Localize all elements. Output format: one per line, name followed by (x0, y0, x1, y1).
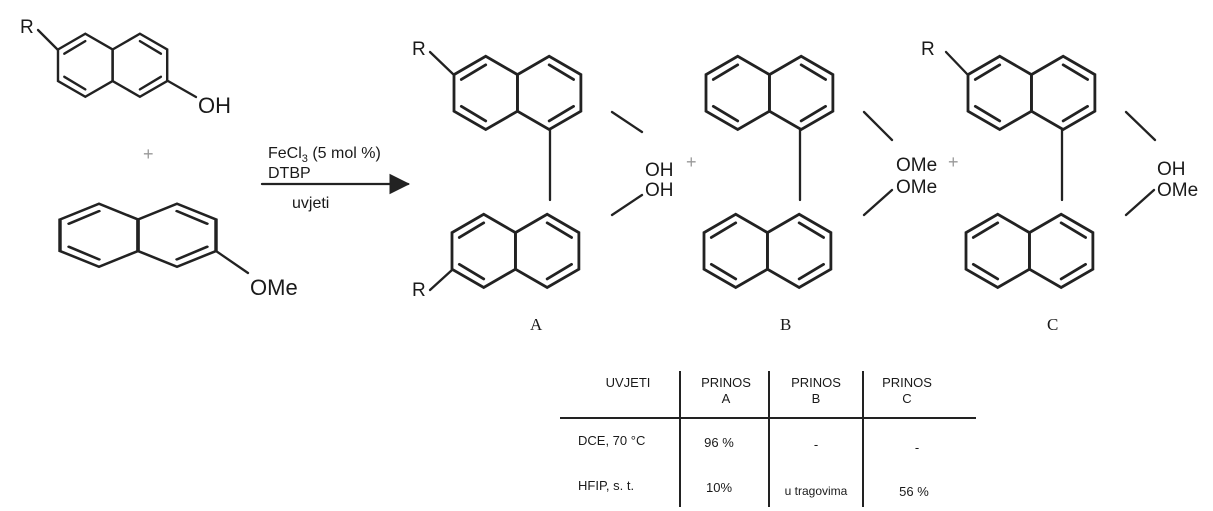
row1-conditions: DCE, 70 °C (578, 433, 646, 448)
conditions-label: uvjeti (292, 195, 329, 212)
table-column-divider-3 (862, 371, 864, 507)
row2-yield-a: 10% (705, 480, 733, 495)
row1-yield-b: - (813, 437, 819, 452)
reactant-substituted-naphthol: R OH (20, 17, 231, 118)
table-column-divider-1 (679, 371, 681, 507)
product-a-caption: A (530, 315, 543, 334)
product-c-r: R (921, 39, 935, 60)
product-b-ome-top: OMe (896, 155, 937, 176)
product-a-oh-bottom: OH (645, 180, 674, 201)
catalyst-label: FeCl3 (5 mol %) (268, 145, 381, 165)
header-yield-a: PRINOS A (701, 375, 751, 406)
hydroxyl-label: OH (198, 93, 231, 118)
table-column-divider-2 (768, 371, 770, 507)
product-b-ome-bottom: OMe (896, 177, 937, 198)
product-b-caption: B (780, 315, 791, 334)
row1-yield-a: 96 % (704, 435, 734, 450)
header-yield-c: PRINOS C (882, 375, 932, 406)
plus-sign-3: + (948, 152, 959, 172)
row2-conditions: HFIP, s. t. (578, 478, 635, 493)
row1-yield-c: - (914, 440, 920, 455)
product-c-caption: C (1047, 315, 1058, 334)
product-a-r-top: R (412, 39, 426, 60)
reactant-methoxynaphthalene: OMe (58, 202, 298, 300)
product-a-structure: R R OH OH (412, 39, 674, 301)
substituent-r-label: R (20, 17, 34, 38)
product-c-structure: R OH OMe (921, 39, 1198, 289)
product-a-oh-top: OH (645, 160, 674, 181)
header-yield-b: PRINOS B (791, 375, 841, 406)
product-a-r-bottom: R (412, 280, 426, 301)
plus-sign: + (143, 144, 154, 164)
plus-sign-2: + (686, 152, 697, 172)
row2-yield-c: 56 % (899, 484, 929, 499)
product-c-ome: OMe (1157, 180, 1198, 201)
row2-yield-b: u tragovima (784, 484, 848, 498)
reaction-arrow: FeCl3 (5 mol %) DTBP uvjeti (260, 145, 411, 212)
oxidant-label: DTBP (268, 165, 311, 182)
product-b-structure: OMe OMe (702, 54, 937, 289)
product-c-oh: OH (1157, 159, 1186, 180)
methoxy-label: OMe (250, 275, 298, 300)
header-conditions: UVJETI (605, 375, 651, 390)
